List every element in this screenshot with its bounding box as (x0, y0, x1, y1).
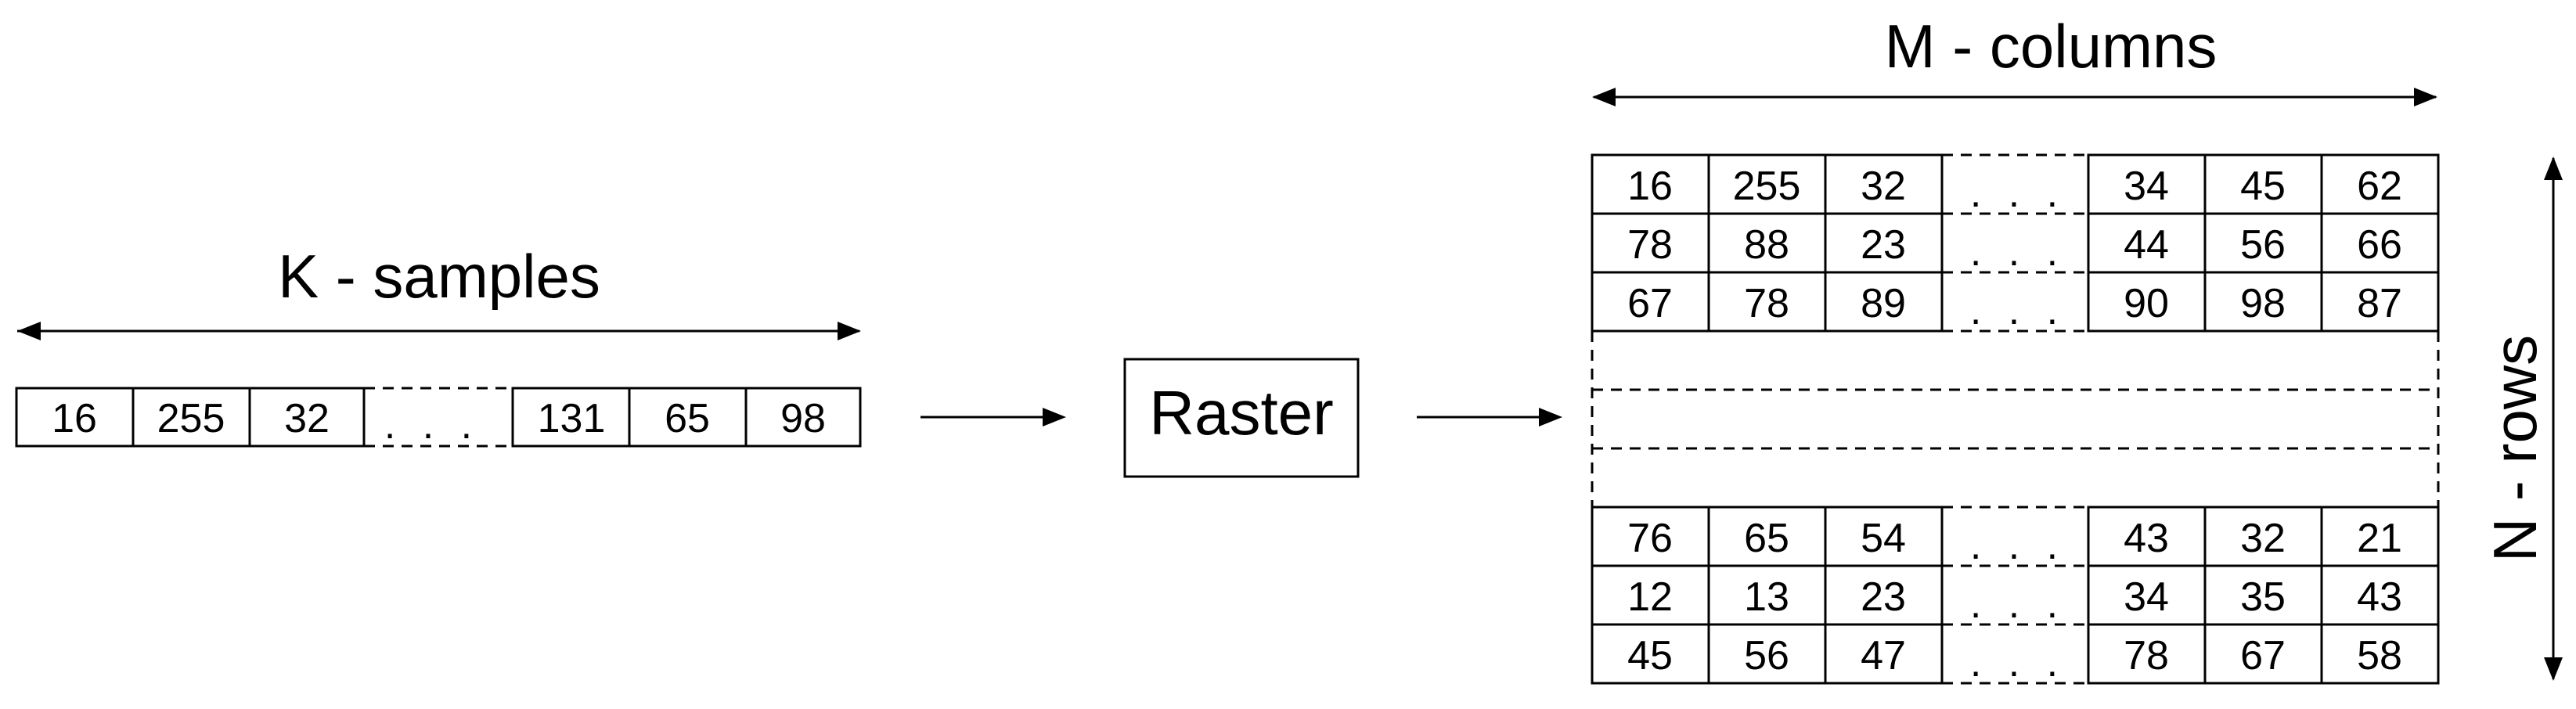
input-cell: 65 (665, 396, 710, 441)
matrix-omitted-rows (1591, 331, 2440, 507)
matrix-bottom-block (1591, 506, 2440, 685)
matrix-cell: 67 (2240, 633, 2286, 678)
input-cell: 98 (780, 396, 826, 441)
matrix-cell: 35 (2240, 574, 2286, 620)
matrix-cell: 32 (2240, 516, 2286, 561)
matrix-cell: 16 (1627, 164, 1673, 209)
matrix-cell: 98 (2240, 281, 2286, 326)
matrix-cell: 67 (1627, 281, 1673, 326)
matrix-cell: 43 (2124, 516, 2169, 561)
matrix-ellipsis: . . . (1970, 581, 2066, 627)
matrix-cell: 89 (1861, 281, 1906, 326)
matrix-cell: 66 (2357, 222, 2402, 268)
matrix-cell: 13 (1744, 574, 1789, 620)
input-cell: 32 (284, 396, 330, 441)
matrix-cell: 45 (2240, 164, 2286, 209)
matrix-cell: 34 (2124, 574, 2169, 620)
matrix-cell: 56 (2240, 222, 2286, 268)
matrix-ellipsis: . . . (1970, 288, 2066, 333)
arrow-to-raster (921, 408, 1066, 426)
matrix-cell: 87 (2357, 281, 2402, 326)
input-sample-array (15, 387, 862, 448)
raster-label: Raster (1149, 378, 1334, 448)
matrix-cell: 255 (1733, 164, 1801, 209)
matrix-top-block (1591, 153, 2440, 333)
input-cell: 255 (157, 396, 225, 441)
matrix-cell: 56 (1744, 633, 1789, 678)
matrix-cell: 78 (1744, 281, 1789, 326)
input-cell: 16 (52, 396, 97, 441)
n-rows-label: N - rows (2481, 335, 2549, 562)
k-samples-span (17, 322, 861, 340)
matrix-cell: 43 (2357, 574, 2402, 620)
matrix-cell: 34 (2124, 164, 2169, 209)
matrix-cell: 47 (1861, 633, 1906, 678)
matrix-cell: 12 (1627, 574, 1673, 620)
matrix-cell: 62 (2357, 164, 2402, 209)
matrix-cell: 32 (1861, 164, 1906, 209)
matrix-cell: 90 (2124, 281, 2169, 326)
input-cell: 131 (538, 396, 606, 441)
arrow-to-output (1417, 408, 1562, 426)
matrix-cell: 78 (2124, 633, 2169, 678)
matrix-cell: 78 (1627, 222, 1673, 268)
n-rows-span (2544, 157, 2563, 681)
matrix-ellipsis: . . . (1970, 171, 2066, 216)
matrix-ellipsis: . . . (1970, 229, 2066, 275)
matrix-cell: 21 (2357, 516, 2402, 561)
raster-box (1123, 358, 1360, 478)
matrix-cell: 88 (1744, 222, 1789, 268)
matrix-cell: 65 (1744, 516, 1789, 561)
matrix-cell: 54 (1861, 516, 1906, 561)
matrix-cell: 76 (1627, 516, 1673, 561)
matrix-cell: 45 (1627, 633, 1673, 678)
matrix-cell: 23 (1861, 222, 1906, 268)
m-columns-span (1592, 88, 2437, 106)
matrix-ellipsis: . . . (1970, 640, 2066, 686)
matrix-cell: 44 (2124, 222, 2169, 268)
m-columns-label: M - columns (1885, 12, 2218, 81)
input-ellipsis: . . . (384, 402, 480, 448)
matrix-cell: 58 (2357, 633, 2402, 678)
matrix-cell: 23 (1861, 574, 1906, 620)
k-samples-label: K - samples (278, 242, 600, 311)
matrix-ellipsis: . . . (1970, 523, 2066, 568)
